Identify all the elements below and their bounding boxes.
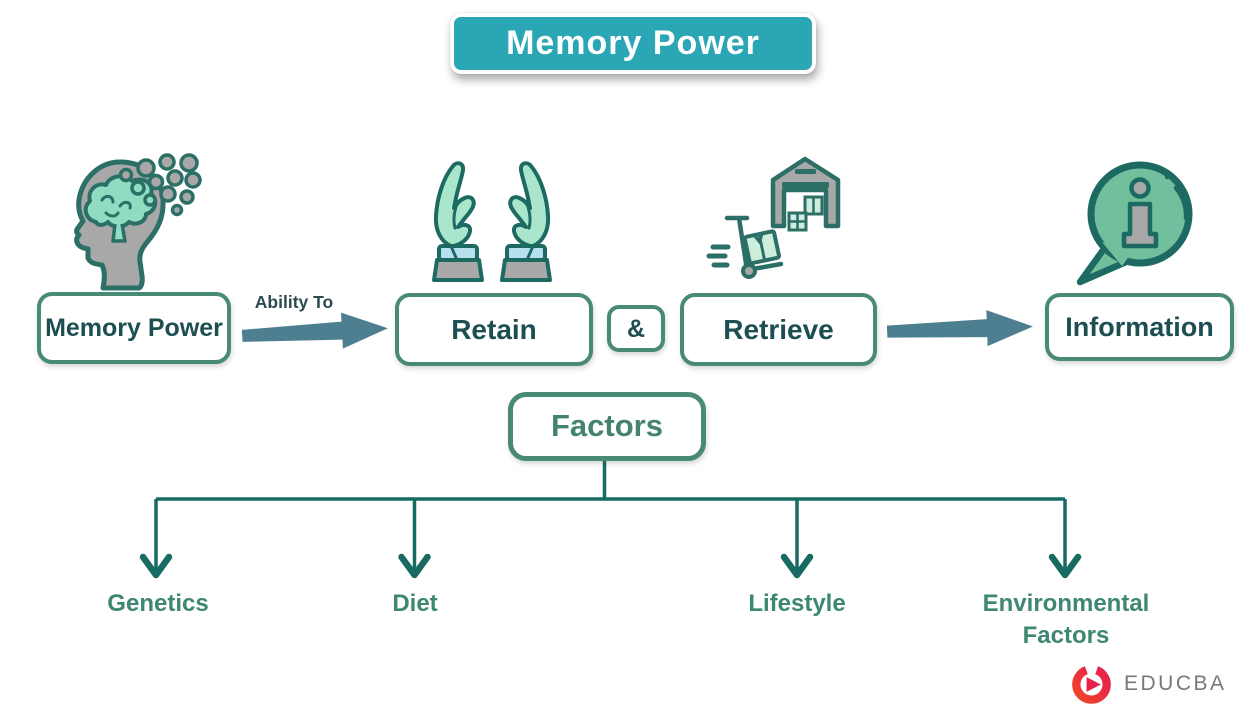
arrow-right-icon <box>241 312 388 349</box>
information-node: Information <box>1045 293 1234 361</box>
educba-logo-icon <box>1072 665 1111 704</box>
ability-to-label: Ability To <box>254 292 334 312</box>
retrieve-node: Retrieve <box>680 293 877 366</box>
factors-branch-lines <box>139 461 1082 579</box>
brand-logo: EDUCBA <box>1068 660 1227 708</box>
info-speech-bubble-icon <box>1070 158 1200 286</box>
retrieve-label: Retrieve <box>723 313 834 345</box>
title-banner: Memory Power <box>450 13 816 74</box>
factors-label: Factors <box>551 408 663 444</box>
ampersand-label: & <box>626 314 646 343</box>
warehouse-trolley-icon <box>695 152 860 292</box>
memory-power-node: Memory Power <box>37 292 231 364</box>
factor-label-genetics: Genetics <box>107 590 209 617</box>
page-title: Memory Power <box>506 24 760 62</box>
factor-label-lifestyle: Lifestyle <box>748 590 846 617</box>
retain-label: Retain <box>451 313 537 345</box>
brand-name: EDUCBA <box>1124 672 1227 695</box>
arrow-right-icon <box>886 310 1033 347</box>
memory-power-label: Memory Power <box>45 314 223 342</box>
brain-with-bubbles-icon <box>58 150 208 292</box>
open-hands-icon <box>427 158 557 282</box>
ampersand-node: & <box>607 305 665 352</box>
factor-label-diet: Diet <box>392 590 438 617</box>
factors-node: Factors <box>508 392 706 461</box>
information-label: Information <box>1065 311 1214 342</box>
factor-label-environmental-factors: Environmental Factors <box>982 590 1150 649</box>
retain-node: Retain <box>395 293 593 366</box>
